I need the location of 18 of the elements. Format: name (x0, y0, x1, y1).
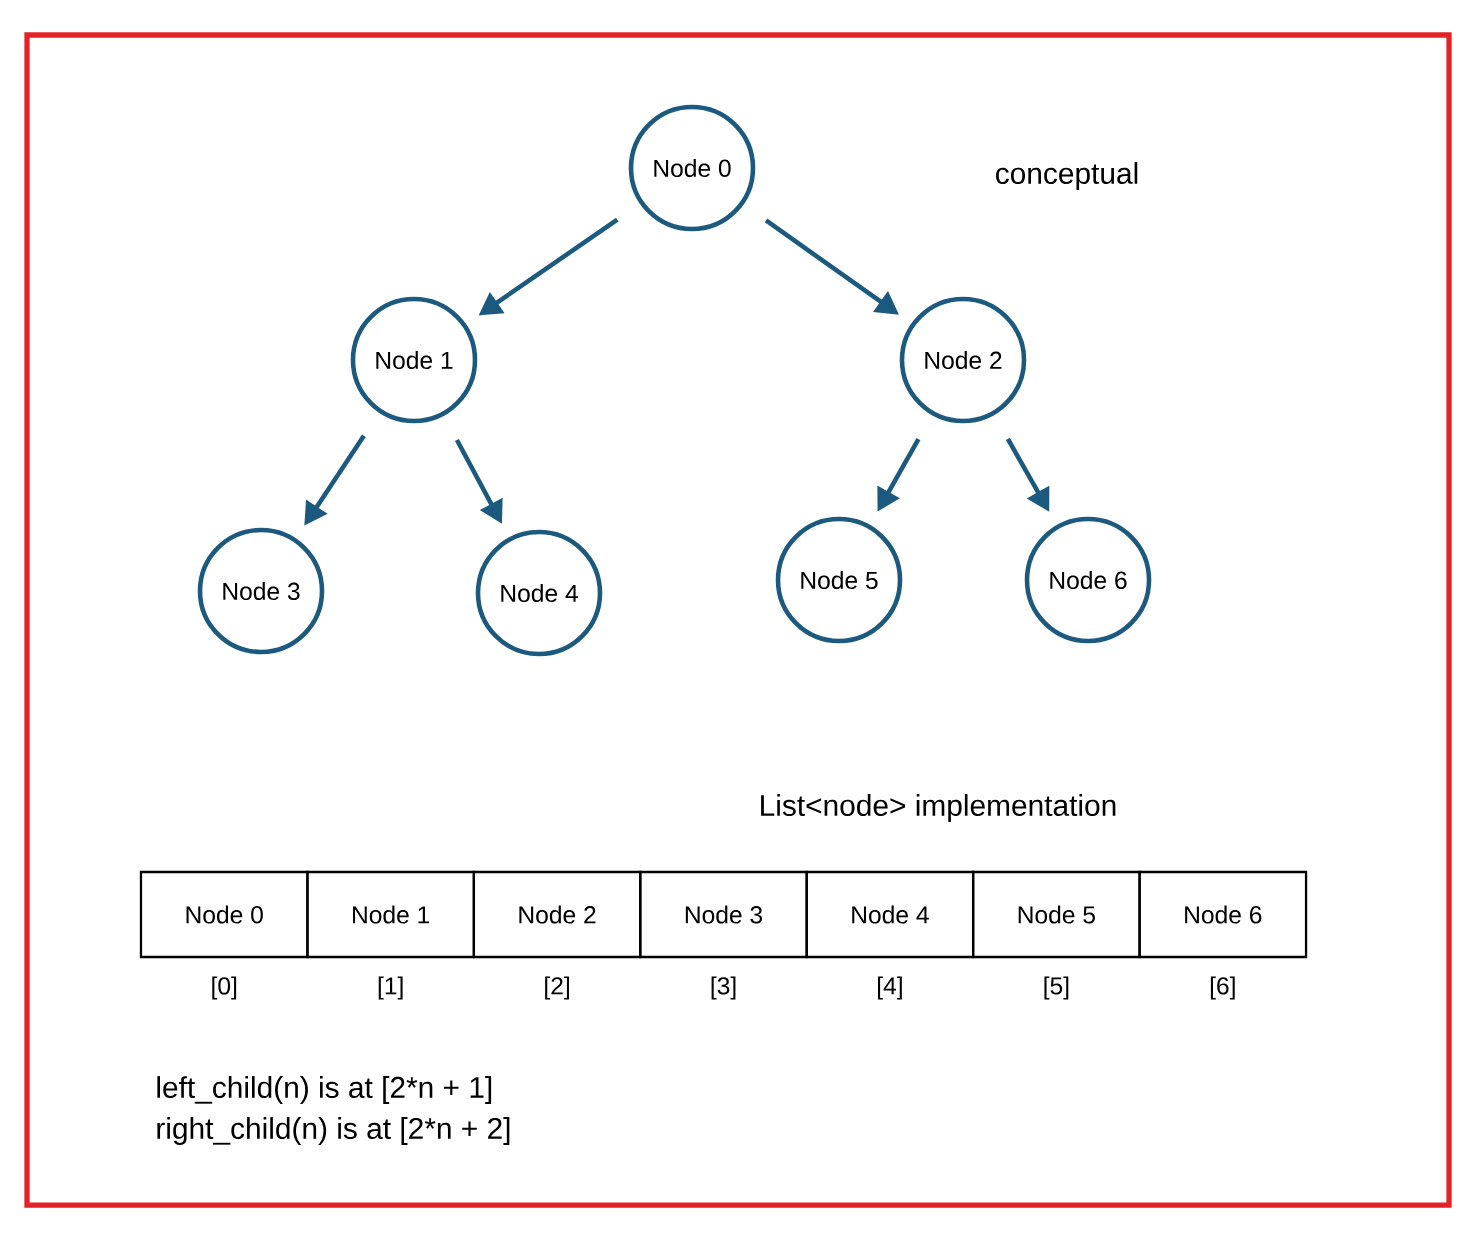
index-label: [1] (378, 976, 403, 1000)
formula-text: right_child(n) is at [2*n + 2] (157, 1117, 510, 1145)
formula-text: left_child(n) is at [2*n + 1] (157, 1076, 492, 1104)
section-heading: conceptual (996, 162, 1138, 190)
index-label: [2] (545, 976, 569, 1000)
array-cell: Node 4 (805, 870, 975, 959)
array-cell: Node 6 (1138, 870, 1308, 959)
index-label: [0] (212, 976, 237, 1000)
array-cell: Node 3 (639, 870, 808, 959)
array-cell: Node 0 (139, 870, 309, 959)
array-cell: Node 5 (972, 870, 1141, 959)
index-label: [5] (1044, 976, 1069, 1000)
section-heading: List<node> implementation (761, 794, 1116, 822)
array-cell: Node 1 (306, 870, 475, 959)
index-label: [6] (1210, 976, 1235, 1000)
array-cell: Node 2 (472, 870, 642, 959)
index-label: [4] (878, 976, 902, 1000)
index-label: [3] (711, 976, 736, 1000)
